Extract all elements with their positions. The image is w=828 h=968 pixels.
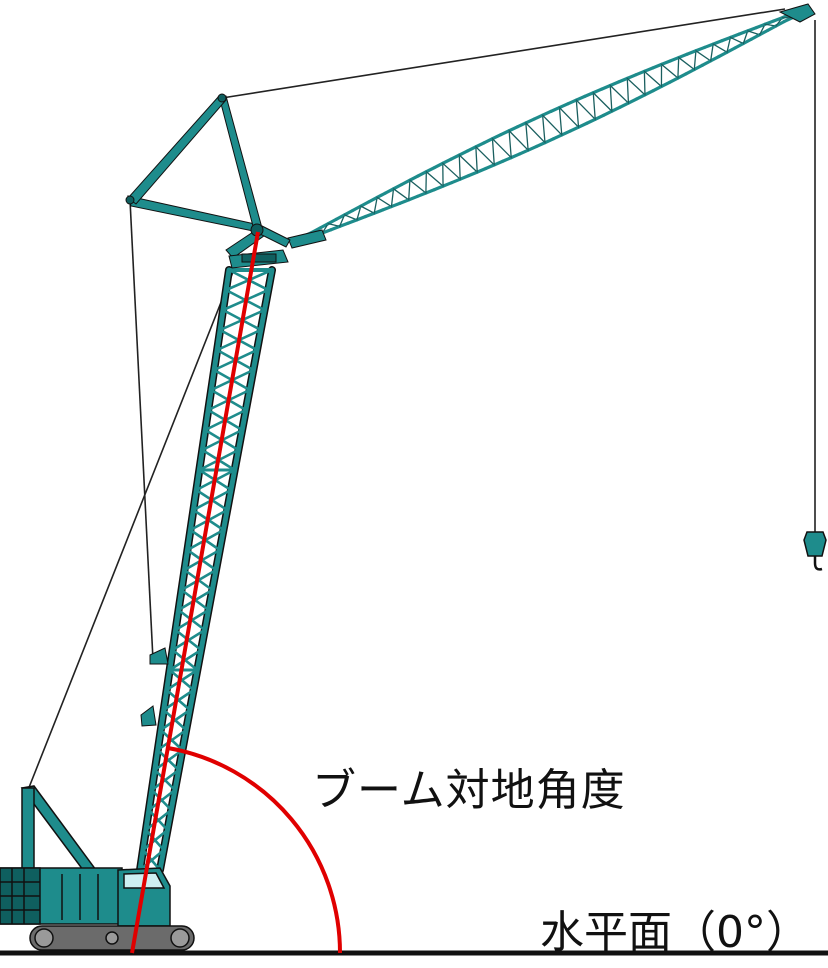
boom-axis-line	[132, 232, 258, 953]
horizontal-plane-label: 水平面（0°）	[540, 896, 810, 960]
jib-strut	[126, 94, 290, 268]
main-boom	[140, 270, 272, 870]
hook-icon	[804, 532, 826, 569]
rigging-cables	[28, 9, 815, 790]
boom-angle-label: ブーム対地角度	[312, 754, 626, 818]
fly-jib	[288, 4, 815, 248]
crawler-crane-icon	[0, 786, 194, 950]
